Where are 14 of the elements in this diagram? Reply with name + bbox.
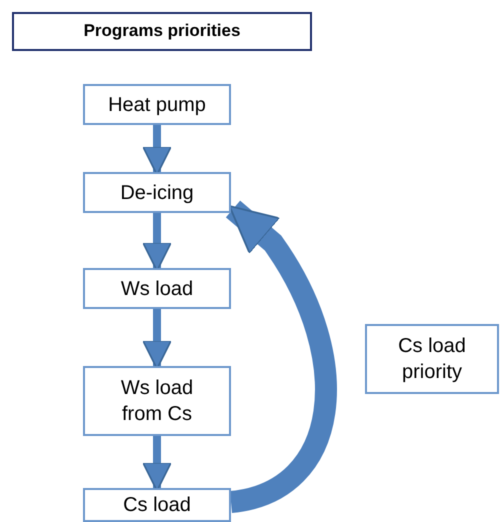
- process-box: [83, 268, 231, 309]
- box-label: Ws load from Cs: [120, 376, 194, 427]
- process-box: [83, 172, 231, 213]
- box-label: De-icing: [120, 180, 194, 206]
- box-label: Cs load: [123, 493, 191, 518]
- title-text: Programs priorities: [84, 20, 240, 42]
- box-label: Cs load priority: [397, 334, 467, 385]
- process-box: [83, 366, 231, 436]
- box-label: Ws load: [120, 276, 194, 302]
- title-box: [12, 12, 312, 51]
- process-box: [365, 324, 499, 394]
- process-box: [83, 84, 231, 125]
- process-box: [83, 488, 231, 522]
- box-label: Heat pump: [108, 92, 206, 118]
